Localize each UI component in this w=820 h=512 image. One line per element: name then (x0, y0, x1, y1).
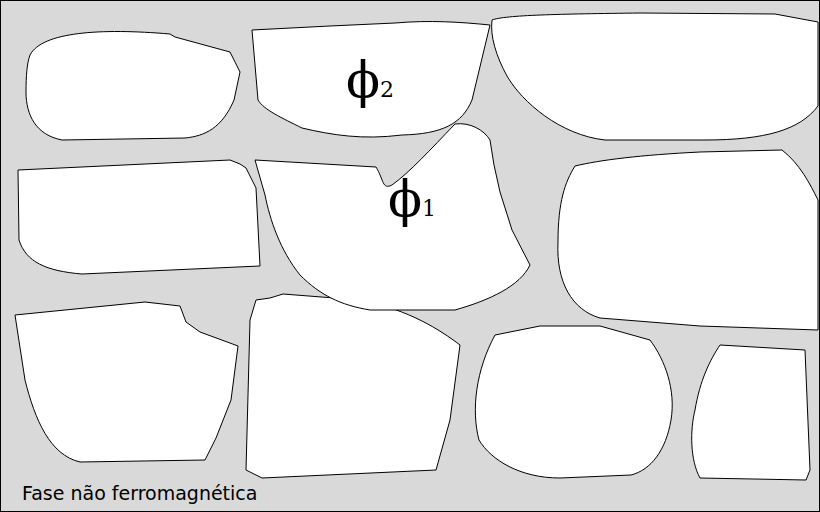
grain-shape (252, 22, 490, 138)
phase-letter: ϕ (388, 170, 422, 228)
grain-node: ϕ1 (250, 118, 534, 314)
phase-symbol: ϕ2 (346, 55, 394, 105)
phase-index: 1 (422, 196, 436, 221)
phase-caption: Fase não ferromagnética (22, 484, 257, 503)
grain-node: ϕ2 (248, 16, 494, 142)
phase-index: 2 (380, 77, 394, 102)
phase-symbol: ϕ1 (388, 174, 436, 224)
phase-letter: ϕ (346, 51, 380, 109)
grain-shape (255, 124, 530, 310)
